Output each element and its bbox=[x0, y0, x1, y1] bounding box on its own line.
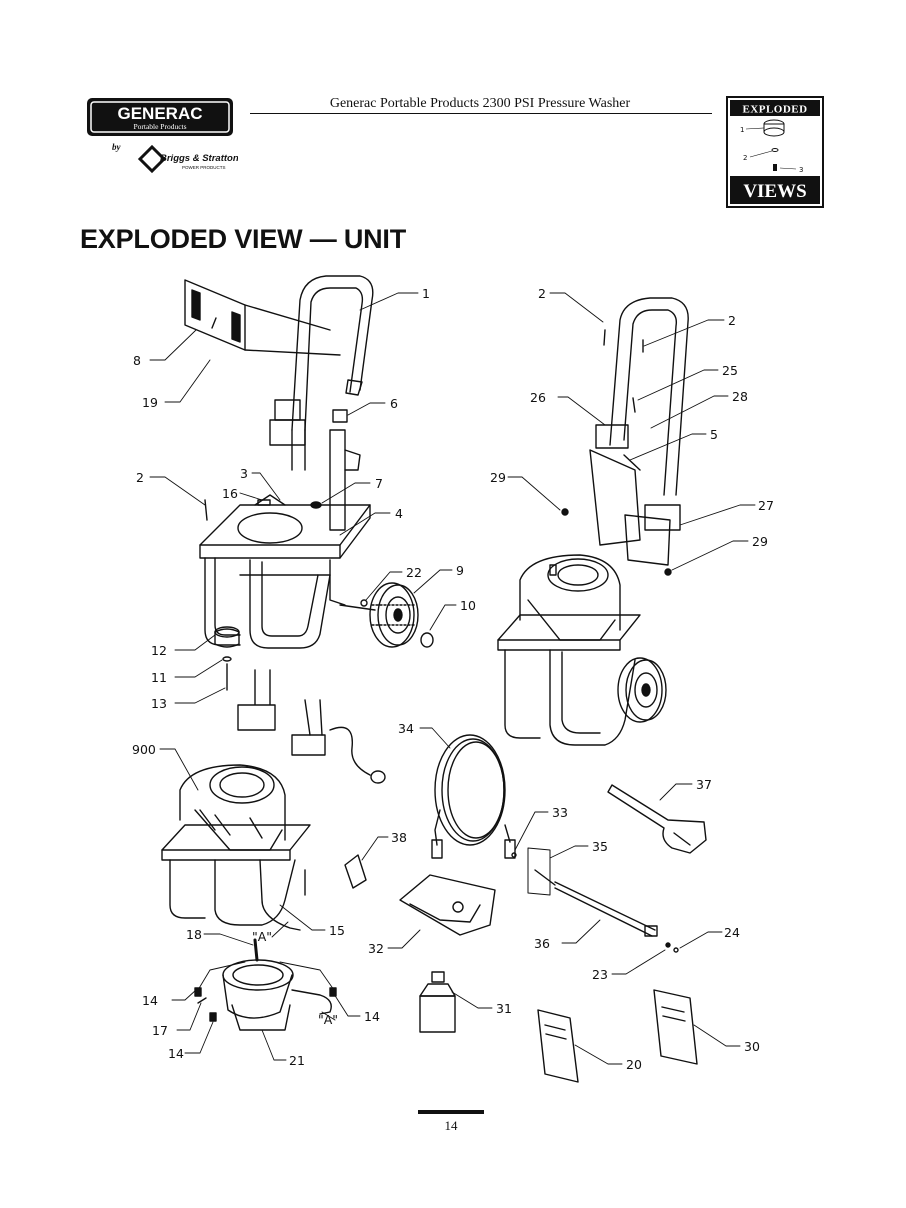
callout-26: 26 bbox=[530, 390, 546, 405]
page-number: 14 bbox=[444, 1118, 458, 1133]
callout-35: 35 bbox=[592, 839, 608, 854]
brand-name: GENERAC bbox=[117, 104, 202, 123]
callout-14: 14 bbox=[168, 1046, 184, 1061]
callout-13: 13 bbox=[151, 696, 167, 711]
frame-assembly bbox=[184, 275, 434, 691]
partner-subtitle: POWER PRODUCTS bbox=[182, 165, 226, 170]
partner-name: Briggs & Stratton bbox=[160, 153, 238, 164]
callout-36: 36 bbox=[534, 936, 550, 951]
badge-bottom-word: VIEWS bbox=[743, 181, 806, 202]
callout-38: 38 bbox=[391, 830, 407, 845]
callout-19: 19 bbox=[142, 395, 158, 410]
page-number-bar bbox=[418, 1110, 484, 1114]
callout-10: 10 bbox=[460, 598, 476, 613]
callout-18: 18 bbox=[186, 927, 202, 942]
callout-29: 29 bbox=[752, 534, 768, 549]
badge-callout-3: 3 bbox=[799, 166, 803, 174]
section-title: EXPLODED VIEW — UNIT bbox=[80, 224, 407, 254]
brand-subtitle: Portable Products bbox=[133, 122, 186, 131]
briggs-stratton-logo: by Briggs & Stratton POWER PRODUCTS bbox=[112, 142, 238, 174]
callout-15: 15 bbox=[329, 923, 345, 938]
callout-2: 2 bbox=[538, 286, 546, 301]
callout-9: 9 bbox=[456, 563, 464, 578]
hose bbox=[431, 734, 516, 859]
callout-a: "A" bbox=[318, 1012, 338, 1027]
callout-23: 23 bbox=[592, 967, 608, 982]
callout-30: 30 bbox=[744, 1039, 760, 1054]
callout-a: "A" bbox=[252, 929, 272, 944]
callout-16: 16 bbox=[222, 486, 238, 501]
callout-17: 17 bbox=[152, 1023, 168, 1038]
document-title: Generac Portable Products 2300 PSI Press… bbox=[329, 96, 631, 111]
callout-5: 5 bbox=[710, 427, 718, 442]
callout-14: 14 bbox=[142, 993, 158, 1008]
title-rule bbox=[250, 113, 712, 114]
callout-leaders bbox=[149, 292, 756, 1065]
callout-11: 11 bbox=[151, 670, 167, 685]
oil-bottle bbox=[419, 971, 456, 1033]
callout-34: 34 bbox=[398, 721, 414, 736]
spray-lance bbox=[511, 847, 679, 953]
callout-25: 25 bbox=[722, 363, 738, 378]
callout-28: 28 bbox=[732, 389, 748, 404]
callout-21: 21 bbox=[289, 1053, 305, 1068]
generac-logo: GENERAC Portable Products bbox=[87, 98, 233, 136]
callout-37: 37 bbox=[696, 777, 712, 792]
callout-1: 1 bbox=[422, 286, 430, 301]
callout-3: 3 bbox=[240, 466, 248, 481]
callout-33: 33 bbox=[552, 805, 568, 820]
nozzle-card bbox=[399, 874, 496, 936]
pump-assembly bbox=[194, 938, 337, 1031]
by-label: by bbox=[112, 142, 122, 152]
callout-32: 32 bbox=[368, 941, 384, 956]
badge-callout-1: 1 bbox=[740, 126, 744, 134]
callout-2: 2 bbox=[728, 313, 736, 328]
callout-27: 27 bbox=[758, 498, 774, 513]
callout-7: 7 bbox=[375, 476, 383, 491]
manuals bbox=[537, 989, 698, 1083]
spray-gun bbox=[607, 784, 707, 854]
callout-8: 8 bbox=[133, 353, 141, 368]
callout-20: 20 bbox=[626, 1057, 642, 1072]
callout-22: 22 bbox=[406, 565, 422, 580]
callout-6: 6 bbox=[390, 396, 398, 411]
callout-4: 4 bbox=[395, 506, 403, 521]
callout-900: 900 bbox=[132, 742, 156, 757]
callout-29: 29 bbox=[490, 470, 506, 485]
exploded-views-badge: EXPLODED 1 2 3 VIEWS bbox=[726, 96, 824, 208]
callout-14: 14 bbox=[364, 1009, 380, 1024]
callout-24: 24 bbox=[724, 925, 740, 940]
badge-top-word: EXPLODED bbox=[742, 104, 807, 116]
callout-12: 12 bbox=[151, 643, 167, 658]
engine-assembly bbox=[161, 669, 386, 931]
badge-callout-2: 2 bbox=[743, 154, 747, 162]
callout-31: 31 bbox=[496, 1001, 512, 1016]
quick-coupler bbox=[344, 854, 367, 889]
callout-2: 2 bbox=[136, 470, 144, 485]
assembled-frame bbox=[497, 297, 689, 746]
